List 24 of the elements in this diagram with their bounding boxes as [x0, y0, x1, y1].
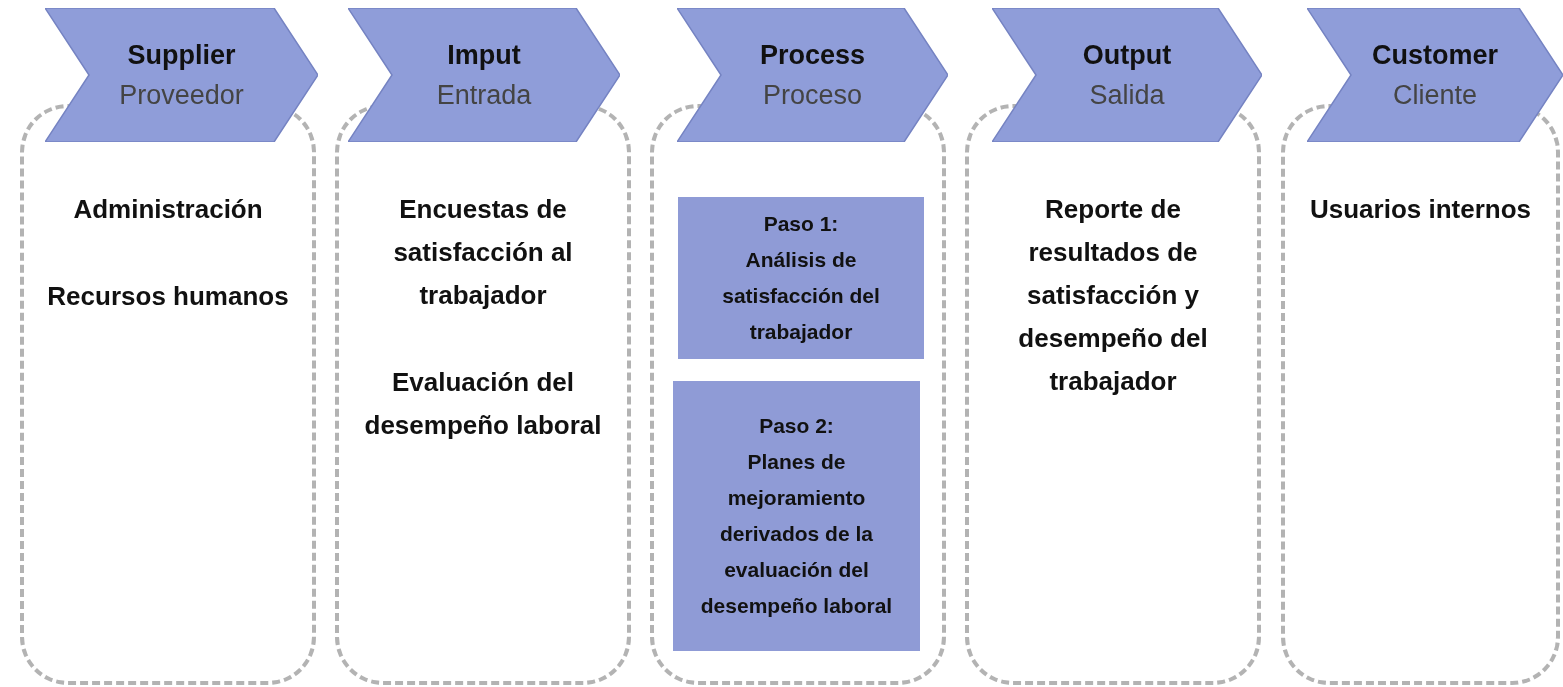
step-text: Paso 2: Planes de mejoramiento derivados de la evaluación del desempeño laboral [699, 413, 894, 619]
step-box [678, 197, 924, 359]
subheading-text: Cliente [1392, 79, 1477, 112]
heading-text: Imput [447, 39, 521, 72]
step-box [673, 381, 920, 651]
subheading-text: Entrada [436, 79, 532, 112]
lane-text: Recursos humanos [47, 280, 289, 313]
heading-text: Process [759, 39, 866, 72]
lane-text: Usuarios internos [1309, 193, 1532, 226]
subheading-text: Salida [1089, 79, 1165, 112]
dashed-lane-box [1281, 104, 1560, 685]
subheading-text: Proceso [762, 79, 863, 112]
subheading-text: Proveedor [119, 79, 244, 112]
dashed-lane-box [20, 104, 316, 685]
heading-text: Supplier [127, 39, 236, 72]
heading-text: Output [1082, 39, 1172, 72]
lane-text: Administración [73, 193, 263, 226]
dashed-lane-box [965, 104, 1261, 685]
step-text: Paso 1: Análisis de satisfacción del trabajador [721, 211, 881, 345]
heading-text: Customer [1372, 39, 1498, 72]
lane-text: Encuestas de satisfacción al trabajador [392, 193, 574, 312]
lane-text: Evaluación del desempeño laboral [363, 366, 603, 442]
lane-text: Reporte de resultados de satisfacción y desempeño del trabajador [1017, 193, 1209, 398]
dashed-lane-box [650, 104, 946, 685]
